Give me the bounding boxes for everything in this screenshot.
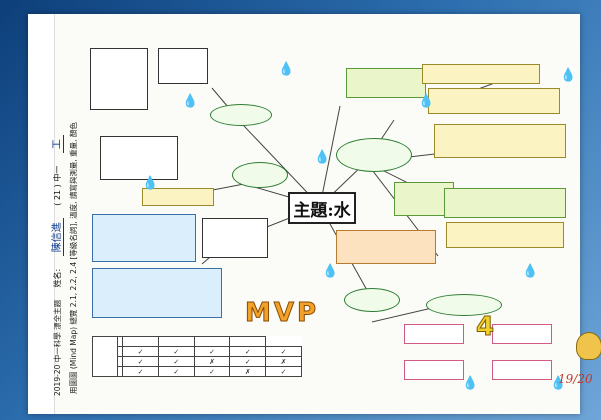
water-drop-icon: 💧 [418, 94, 435, 109]
mind-map: 4 主題:水 MVP ✓✓✓✓✓ ✓✓✗✓✗ ✓✓✓✗✓ 💧 💧 💧 💧 💧 💧… [82, 42, 578, 400]
worksheet-page: 2019-20 中一科學 漂全主題 姓名: 陳信進 ( 21 ) 中一 工 用圖… [28, 14, 601, 414]
note-examples [428, 88, 560, 114]
note-safety-detail [158, 48, 208, 84]
side-strip: 2019-20 中一科學 漂全主題 姓名: 陳信進 ( 21 ) 中一 工 [28, 14, 64, 414]
box-cycle-3 [404, 360, 464, 380]
note-chlorine [92, 268, 222, 318]
topic-water-storage [344, 288, 400, 312]
note-process [202, 218, 268, 258]
note-boiling [444, 188, 566, 218]
note-distillation [92, 214, 196, 262]
sidebar-header: 2019-20 中一科學 漂全主題 [53, 299, 62, 396]
box-cycle-4 [492, 360, 552, 380]
water-drop-icon: 💧 [314, 150, 331, 165]
box-cycle-2 [492, 324, 552, 344]
name-line: 姓名: 陳信進 ( 21 ) 中一 工 [52, 125, 64, 288]
note-method [142, 188, 214, 206]
topic-water-purification [232, 162, 288, 188]
note-states [346, 68, 426, 98]
topic-how-much [426, 294, 502, 316]
water-drop-icon: 💧 [278, 62, 295, 77]
center-title: 主題:水 [288, 192, 356, 224]
note-melting [434, 124, 566, 158]
name-label: 姓名: [53, 268, 62, 288]
score-mark: 19/20 [558, 372, 593, 386]
bear-sticker [576, 332, 601, 360]
note-water-safety [90, 48, 148, 110]
class-value: 工 [52, 135, 64, 154]
note-state-change [422, 64, 540, 84]
water-drop-icon: 💧 [560, 68, 577, 83]
mvp-stamp: MVP [244, 298, 320, 329]
box-cycle-1 [404, 324, 464, 344]
note-purification [100, 136, 178, 180]
class-label: ( 21 ) 中一 [53, 165, 62, 206]
side-text: 2019-20 中一科學 漂全主題 姓名: 陳信進 ( 21 ) 中一 工 [48, 115, 64, 396]
topic-water-safety [210, 104, 272, 126]
method-table: ✓✓✓✓✓ ✓✓✗✓✗ ✓✓✓✗✓ [92, 336, 302, 377]
topic-three-states [336, 138, 412, 172]
student-name: 陳信進 [52, 218, 64, 257]
water-drop-icon: 💧 [322, 264, 339, 279]
water-drop-icon: 💧 [462, 376, 479, 391]
water-drop-icon: 💧 [182, 94, 199, 109]
instructions-text: 用圖圖 (Mind Map) 總覽 2.1, 2.2, 2.4 [等級名詞], … [69, 122, 78, 394]
big-four: 4 [475, 312, 495, 343]
water-drop-icon: 💧 [522, 264, 539, 279]
note-solidification [336, 230, 436, 264]
water-drop-icon: 💧 [550, 376, 567, 391]
note-condensation [446, 222, 564, 248]
water-drop-icon: 💧 [142, 176, 159, 191]
